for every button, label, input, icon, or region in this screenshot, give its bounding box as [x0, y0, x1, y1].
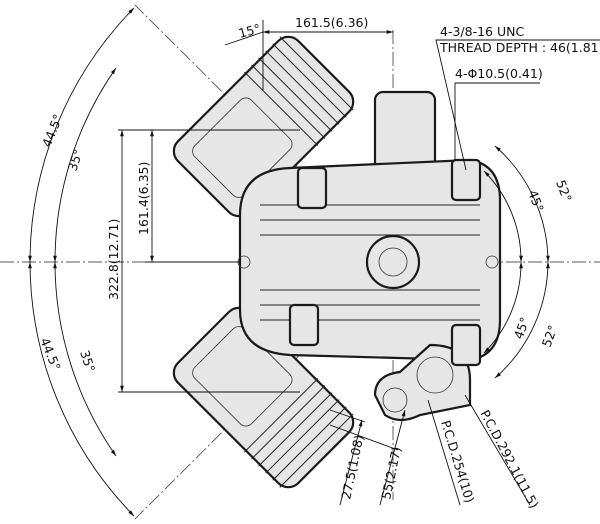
full-height-dimension: 322.8(12.71): [106, 219, 121, 300]
right-inner-angle-top: 45°: [525, 188, 547, 214]
dim-line-55: [379, 409, 406, 506]
thread-depth: THREAD DEPTH : 46(1.81): [439, 40, 600, 55]
arc-35-bottom: [53, 261, 117, 457]
left-inner-angle-bottom: 35°: [77, 348, 98, 374]
right-outer-angle-bottom: 52°: [539, 323, 561, 349]
dim-line-27.5: [339, 419, 363, 506]
left-inner-angle-top: 35°: [65, 147, 86, 173]
hole-leader: [454, 82, 540, 160]
offset-small-dimension: 27.5(1.08): [338, 434, 366, 501]
angle-top-15: 15°: [237, 21, 262, 41]
left-outer-angle-top: 44.5°: [39, 112, 66, 149]
offset-large-dimension: 55(2.17): [378, 445, 404, 500]
hole-spec: 4-Φ10.5(0.41): [455, 66, 543, 81]
engine-illustration: [172, 35, 502, 489]
half-height-dimension: 161.4(6.35): [136, 162, 151, 235]
thread-leader: [435, 39, 600, 171]
pcd-inner: P.C.D.254(10): [438, 418, 477, 504]
top-offset-dimension: 161.5(6.36): [295, 15, 368, 30]
right-inner-angle-bottom: 45°: [511, 315, 533, 341]
right-outer-angle-top: 52°: [553, 178, 575, 204]
pcd-outer: P.C.D.292.1(11.5): [477, 407, 542, 511]
thread-spec: 4-3/8-16 UNC: [440, 24, 524, 39]
arc-35-top: [53, 67, 117, 263]
left-outer-angle-bottom: 44.5°: [37, 336, 64, 373]
